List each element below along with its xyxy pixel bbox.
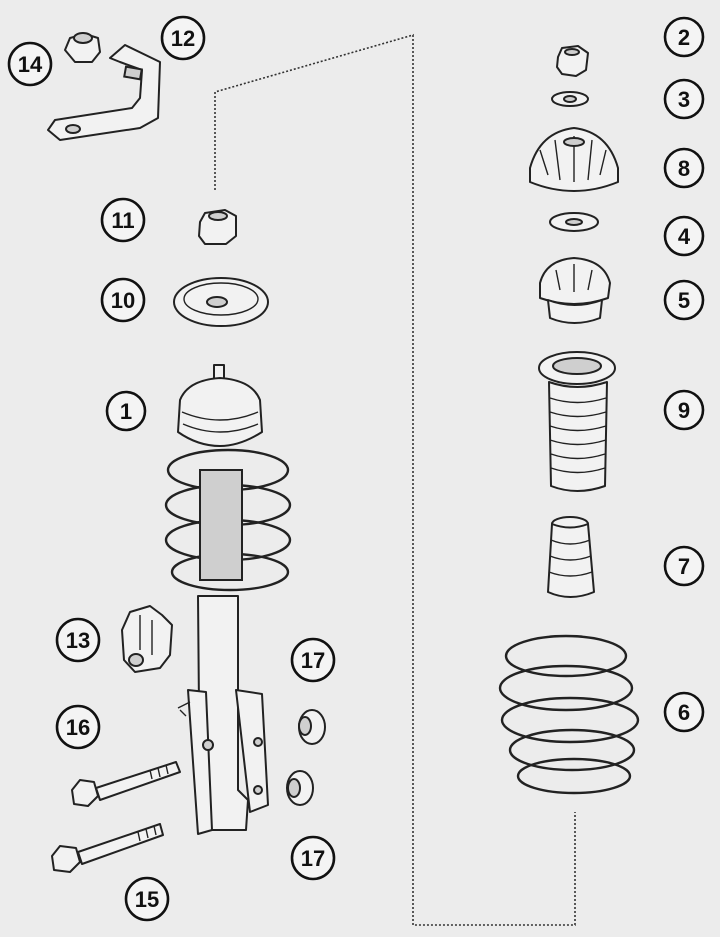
svg-text:14: 14 xyxy=(18,52,43,77)
callout-4: 4 xyxy=(663,215,705,257)
callout-1: 1 xyxy=(105,390,147,432)
svg-text:7: 7 xyxy=(678,554,690,579)
part-10-mount-cap xyxy=(173,277,269,327)
part-14-nut xyxy=(64,32,101,63)
callout-17-lower: 17 xyxy=(290,835,336,881)
svg-text:3: 3 xyxy=(678,87,690,112)
part-1-strut-assembly xyxy=(164,364,292,835)
part-16-bolt xyxy=(71,761,181,807)
callout-13: 13 xyxy=(55,617,101,663)
svg-text:5: 5 xyxy=(678,288,690,313)
part-15-bolt xyxy=(51,823,164,873)
svg-text:10: 10 xyxy=(111,288,135,313)
part-4-washer xyxy=(549,212,599,232)
svg-text:1: 1 xyxy=(120,399,132,424)
svg-text:17: 17 xyxy=(301,648,325,673)
callout-10: 10 xyxy=(100,277,146,323)
callout-2: 2 xyxy=(663,16,705,58)
svg-text:12: 12 xyxy=(171,26,195,51)
callout-7: 7 xyxy=(663,545,705,587)
svg-text:13: 13 xyxy=(66,628,90,653)
callout-16: 16 xyxy=(55,704,101,750)
svg-text:4: 4 xyxy=(678,224,691,249)
callout-6: 6 xyxy=(663,691,705,733)
part-13-bracket xyxy=(121,605,173,673)
callout-12: 12 xyxy=(160,15,206,61)
callout-11: 11 xyxy=(100,197,146,243)
part-9-dust-boot xyxy=(538,351,616,492)
part-17-bushing-lower xyxy=(286,770,314,806)
callout-15: 15 xyxy=(124,876,170,922)
svg-text:17: 17 xyxy=(301,846,325,871)
svg-text:9: 9 xyxy=(678,398,690,423)
part-11-nut xyxy=(198,209,237,245)
svg-text:15: 15 xyxy=(135,887,159,912)
part-8-top-mount xyxy=(529,127,619,192)
callout-8: 8 xyxy=(663,147,705,189)
part-2-nut xyxy=(556,45,589,77)
part-7-bump-stop xyxy=(547,516,595,598)
callout-17-upper: 17 xyxy=(290,637,336,683)
svg-text:16: 16 xyxy=(66,715,90,740)
callout-3: 3 xyxy=(663,78,705,120)
part-12-bracket xyxy=(47,44,161,141)
callout-5: 5 xyxy=(663,279,705,321)
callout-14: 14 xyxy=(7,41,53,87)
part-17-bushing-upper xyxy=(298,709,326,745)
part-5-bearing xyxy=(539,257,611,324)
svg-text:2: 2 xyxy=(678,25,690,50)
part-3-washer xyxy=(551,91,589,107)
callout-9: 9 xyxy=(663,389,705,431)
part-6-coil-spring xyxy=(498,634,640,795)
svg-text:8: 8 xyxy=(678,156,690,181)
assembly-leader-line xyxy=(214,33,576,926)
svg-text:6: 6 xyxy=(678,700,690,725)
svg-text:11: 11 xyxy=(111,208,134,233)
